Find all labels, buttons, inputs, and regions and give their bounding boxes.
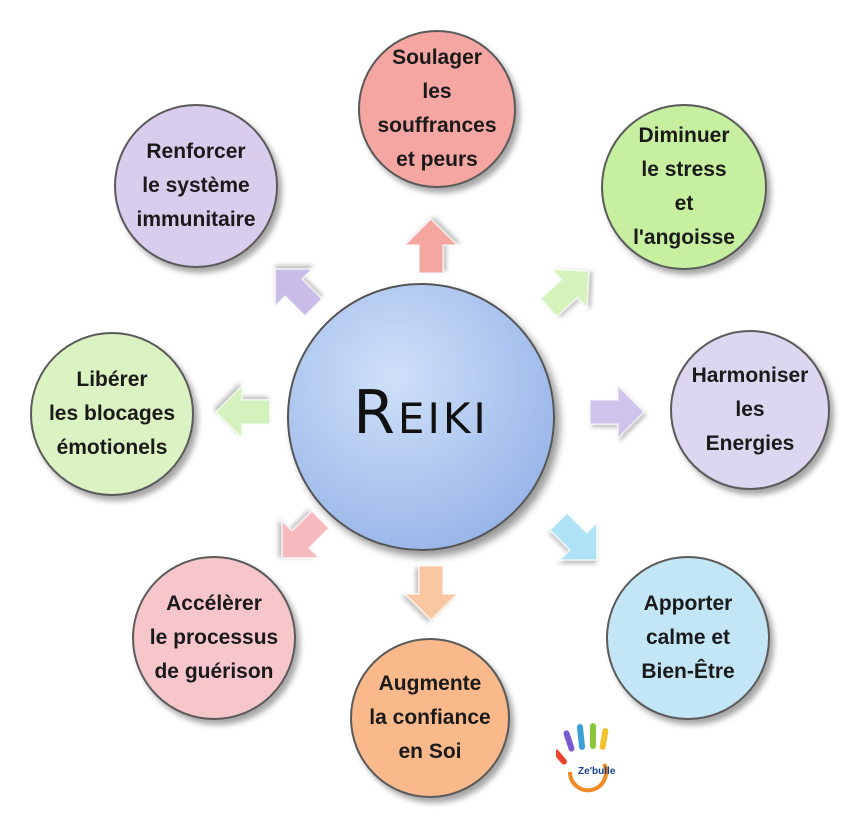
node-renforcer: Renforcer le système immunitaire — [114, 104, 278, 268]
node-liberer-label: Libérer les blocages émotionels — [48, 368, 176, 459]
hand-icon — [553, 723, 609, 793]
node-harmoniser-label: Harmoniser les Energies — [691, 364, 809, 455]
node-augmente-label: Augmente la confiance en Soi — [369, 672, 491, 763]
node-diminuer-label: Diminuer le stress et l'angoisse — [633, 124, 735, 249]
center-title: Reiki — [353, 378, 489, 448]
node-accelerer: Accélèrer le processus de guérison — [132, 556, 296, 720]
arrow-down-icon — [403, 565, 459, 622]
node-accelerer-label: Accélèrer le processus de guérison — [149, 592, 279, 683]
node-soulager-label: Soulager les souffrances et peurs — [377, 46, 497, 171]
arrow-up-right-icon — [539, 268, 590, 318]
node-apporter: Apporter calme et Bien-Être — [606, 556, 770, 720]
arrow-up-icon — [403, 217, 459, 274]
node-diminuer: Diminuer le stress et l'angoisse — [601, 104, 767, 270]
node-liberer: Libérer les blocages émotionels — [30, 332, 194, 496]
arrow-down-right-icon — [549, 512, 598, 561]
node-renforcer-label: Renforcer le système immunitaire — [136, 140, 256, 231]
node-augmente: Augmente la confiance en Soi — [350, 638, 510, 798]
node-soulager: Soulager les souffrances et peurs — [358, 30, 516, 188]
arrow-down-left-icon — [281, 510, 330, 559]
arrow-right-icon — [589, 384, 646, 440]
node-harmoniser: Harmoniser les Energies — [670, 330, 830, 490]
logo-text: Ze'bulle — [578, 766, 616, 777]
zebulle-logo: Ze'bulle — [553, 722, 636, 796]
center-circle: Reiki — [287, 283, 555, 551]
arrow-left-icon — [214, 384, 271, 440]
node-apporter-label: Apporter calme et Bien-Être — [641, 592, 735, 683]
arrow-up-left-icon — [274, 268, 323, 317]
